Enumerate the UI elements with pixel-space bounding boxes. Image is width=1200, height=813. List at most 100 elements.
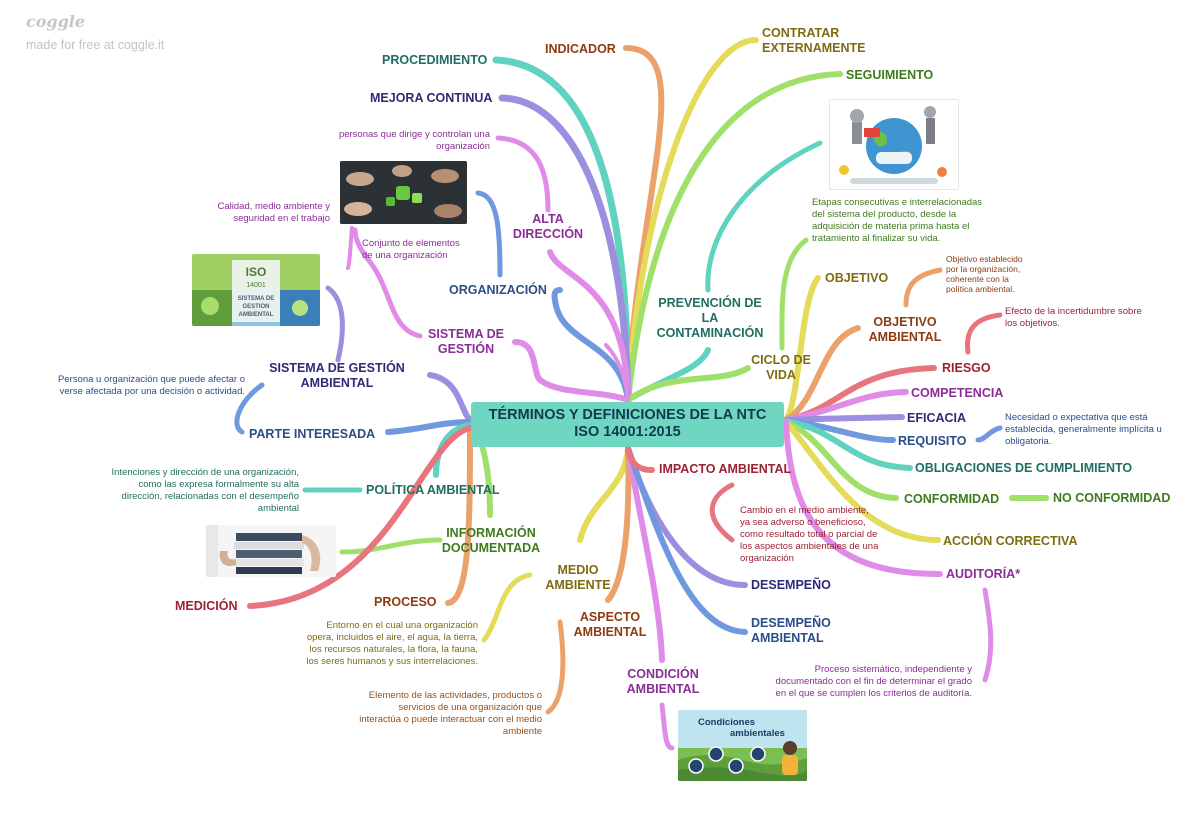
condiciones-ambientales-image[interactable]: Condiciones ambientales xyxy=(678,710,807,781)
note-proceso-sistematico[interactable]: Proceso sistemático, independiente y doc… xyxy=(760,664,972,700)
node-riesgo[interactable]: RIESGO xyxy=(942,361,991,375)
node-medio-ambiente[interactable]: MEDIO AMBIENTE xyxy=(540,563,616,593)
branch-objetivo xyxy=(783,275,821,423)
note-line: Proceso sistemático, independiente y xyxy=(814,664,972,675)
note-elemento[interactable]: Elemento de las actividades, productos o… xyxy=(330,690,542,738)
note-line: Entorno en el cual una organización xyxy=(326,620,478,631)
note-etapas[interactable]: Etapas consecutivas e interrelacionadas … xyxy=(812,197,987,245)
branch-seguimiento xyxy=(625,71,843,403)
branch-condicion-pic xyxy=(659,702,675,751)
note-line: establecida, generalmente implícita u xyxy=(1005,424,1162,435)
node-aspecto-ambiental[interactable]: ASPECTO AMBIENTAL xyxy=(567,610,653,640)
note-intenciones[interactable]: Intenciones y dirección de una organizac… xyxy=(85,467,299,515)
note-entorno[interactable]: Entorno en el cual una organización oper… xyxy=(290,620,478,668)
node-sistema-de-gestion[interactable]: SISTEMA DE GESTIÓN xyxy=(420,327,512,357)
earth-pollution-image[interactable] xyxy=(829,99,959,190)
hands-puzzle-image[interactable] xyxy=(340,161,467,224)
note-line: organización xyxy=(436,141,490,152)
iso-14001-image[interactable]: ISO 14001 SISTEMA DE GESTION AMBIENTAL xyxy=(192,254,320,326)
node-auditoria[interactable]: AUDITORÍA* xyxy=(946,567,1021,581)
node-proceso[interactable]: PROCESO xyxy=(374,595,437,609)
node-prevencion-contaminacion[interactable]: PREVENCIÓN DE LA CONTAMINACIÓN xyxy=(652,296,768,341)
note-objetivo[interactable]: Objetivo establecido por la organización… xyxy=(946,254,1056,294)
node-ciclo-de-vida[interactable]: CICLO DE VIDA xyxy=(745,353,817,383)
node-objetivo[interactable]: OBJETIVO xyxy=(825,271,889,285)
iso-caption-line1: SISTEMA DE xyxy=(238,296,274,302)
node-obligaciones-cumplimiento[interactable]: OBLIGACIONES DE CUMPLIMIENTO xyxy=(915,461,1133,475)
branch-conjunto xyxy=(352,227,423,339)
node-no-conformidad[interactable]: NO CONFORMIDAD xyxy=(1053,491,1171,505)
node-alta-direccion[interactable]: ALTA DIRECCIÓN xyxy=(508,212,588,242)
note-line: los seres humanos y sus interrelaciones. xyxy=(306,656,478,667)
coggle-tagline[interactable]: made for free at coggle.it xyxy=(26,38,165,52)
note-necesidad[interactable]: Necesidad o expectativa que está estable… xyxy=(1005,412,1190,448)
note-line: tratamiento al finalizar su vida. xyxy=(812,233,941,244)
note-calidad[interactable]: Calidad, medio ambiente y seguridad en e… xyxy=(195,201,330,225)
node-indicador[interactable]: INDICADOR xyxy=(545,42,616,56)
note-line: los recursos naturales, la flora, la fau… xyxy=(309,644,478,655)
documents-image[interactable] xyxy=(206,525,336,577)
node-ciclo-line2: VIDA xyxy=(766,368,796,382)
node-mejora-continua[interactable]: MEJORA CONTINUA xyxy=(370,91,493,105)
node-politica-ambiental[interactable]: POLÍTICA AMBIENTAL xyxy=(366,483,500,497)
branch-necesidad xyxy=(975,425,1003,443)
node-procedimiento[interactable]: PROCEDIMIENTO xyxy=(382,53,488,67)
branch-obligaciones xyxy=(783,418,913,471)
node-informacion-documentada[interactable]: INFORMACIÓN DOCUMENTADA xyxy=(437,526,545,556)
note-line: organización xyxy=(740,553,794,564)
node-parte-interesada[interactable]: PARTE INTERESADA xyxy=(249,427,376,441)
branch-accion xyxy=(783,419,941,543)
branch-org-pic xyxy=(475,190,503,278)
node-eficacia[interactable]: EFICACIA xyxy=(907,411,967,425)
node-desempeno[interactable]: DESEMPEÑO xyxy=(751,578,831,592)
node-aspecto-line1: ASPECTO xyxy=(579,610,641,624)
note-line: Efecto de la incertidumbre sobre xyxy=(1005,306,1142,317)
node-desempeno-ambiental[interactable]: DESEMPEÑO AMBIENTAL xyxy=(751,616,831,646)
node-requisito[interactable]: REQUISITO xyxy=(898,434,967,448)
condiciones-title-line2: ambientales xyxy=(730,728,785,739)
branch-sga xyxy=(427,372,473,423)
branch-proceso xyxy=(445,425,473,606)
node-contratar-line1: CONTRATAR xyxy=(762,26,840,40)
note-line: los objetivos. xyxy=(1005,318,1060,329)
node-accion-correctiva[interactable]: ACCIÓN CORRECTIVA xyxy=(943,534,1078,548)
node-prevencion-line3: CONTAMINACIÓN xyxy=(656,326,764,340)
node-objetivo-ambiental[interactable]: OBJETIVO AMBIENTAL xyxy=(862,315,948,345)
branch-cambio xyxy=(709,482,735,543)
node-contratar-externamente[interactable]: CONTRATAR EXTERNAMENTE xyxy=(762,26,865,56)
iso-number-text: 14001 xyxy=(246,282,266,289)
node-sistema-gestion-ambiental[interactable]: SISTEMA DE GESTIÓN AMBIENTAL xyxy=(262,361,412,391)
note-conjunto[interactable]: Conjunto de elementos de una organizació… xyxy=(362,238,492,262)
hands-puzzle-illustration xyxy=(340,161,467,224)
node-condicion-ambiental[interactable]: CONDICIÓN AMBIENTAL xyxy=(620,667,706,697)
node-impacto-ambiental[interactable]: IMPACTO AMBIENTAL xyxy=(659,462,792,476)
branch-alta-center xyxy=(604,343,630,402)
node-medio-line2: AMBIENTE xyxy=(545,578,611,592)
node-medicion[interactable]: MEDICIÓN xyxy=(175,599,238,613)
branch-objetivo-amb xyxy=(783,325,861,423)
central-node[interactable]: TÉRMINOS Y DEFINICIONES DE LA NTC ISO 14… xyxy=(471,402,784,447)
note-cambio[interactable]: Cambio en el medio ambiente, ya sea adve… xyxy=(740,505,900,565)
node-organizacion[interactable]: ORGANIZACIÓN xyxy=(449,283,547,297)
node-prevencion-line2: LA xyxy=(701,311,719,325)
note-line: Conjunto de elementos xyxy=(362,238,460,249)
node-competencia[interactable]: COMPETENCIA xyxy=(911,386,1004,400)
note-line: verse afectada por una decisión o activi… xyxy=(59,386,245,397)
branch-alta-note xyxy=(495,135,551,213)
note-line: Etapas consecutivas e interrelacionadas xyxy=(812,197,983,208)
node-seguimiento[interactable]: SEGUIMIENTO xyxy=(846,68,934,82)
coggle-logo[interactable]: coggle xyxy=(26,12,86,31)
note-persona[interactable]: Persona u organización que puede afectar… xyxy=(30,374,245,398)
node-objetivo-amb-line1: OBJETIVO xyxy=(873,315,937,329)
note-efecto[interactable]: Efecto de la incertidumbre sobre los obj… xyxy=(1005,306,1165,330)
branch-objetivo-note xyxy=(903,267,943,308)
node-sga-line1: SISTEMA DE GESTIÓN xyxy=(269,361,405,375)
branch-entorno xyxy=(481,572,533,643)
note-line: adquisición de materia prima hasta el xyxy=(812,221,970,232)
node-aspecto-line2: AMBIENTAL xyxy=(573,625,647,639)
note-line: Cambio en el medio ambiente, xyxy=(740,505,869,516)
node-conformidad[interactable]: CONFORMIDAD xyxy=(904,492,1000,506)
note-alta-direccion[interactable]: personas que dirige y controlan una orga… xyxy=(330,129,490,153)
central-title-line2: ISO 14001:2015 xyxy=(574,424,681,440)
